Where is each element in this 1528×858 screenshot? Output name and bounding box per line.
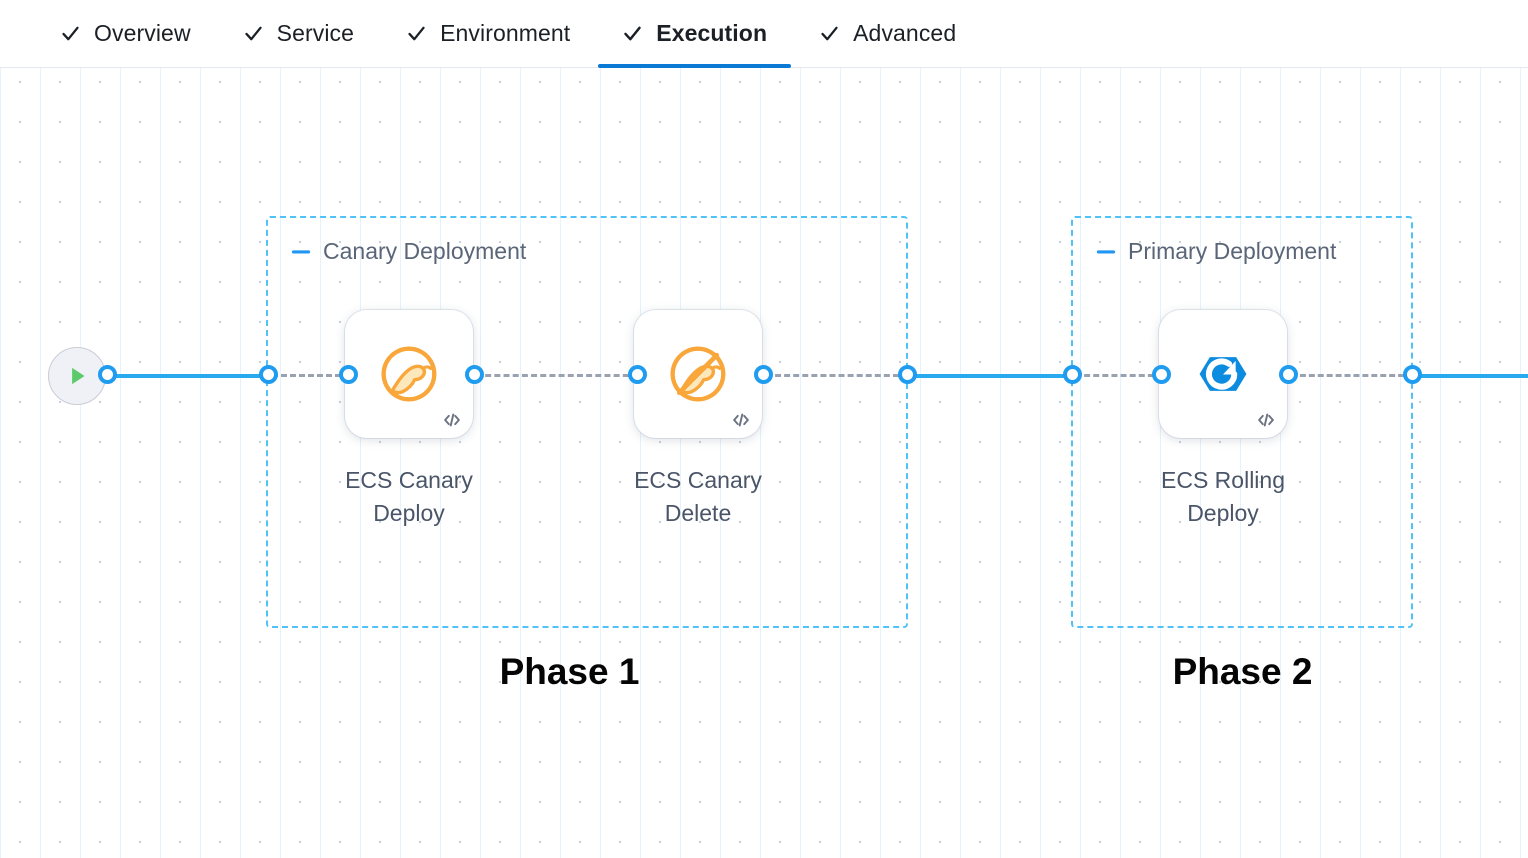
tab-advanced[interactable]: Advanced bbox=[793, 0, 982, 68]
code-icon[interactable] bbox=[1255, 409, 1277, 431]
canary-bird-icon bbox=[379, 344, 439, 404]
wizard-tab-bar: Overview Service Environment Execution A… bbox=[0, 0, 1528, 68]
phase-label-1: Phase 1 bbox=[499, 651, 640, 692]
tab-service-label: Service bbox=[276, 20, 355, 46]
pipeline-start-node[interactable] bbox=[48, 347, 106, 405]
tab-environment[interactable]: Environment bbox=[380, 0, 596, 68]
node-ecs-rolling-deploy[interactable] bbox=[1159, 310, 1287, 438]
port-canary-delete-out[interactable] bbox=[754, 365, 773, 384]
node-ecs-canary-delete-label: ECS Canary Delete bbox=[634, 467, 762, 526]
edge-rolling-deploy-to-phase2-exit bbox=[1291, 374, 1413, 377]
port-rolling-deploy-out[interactable] bbox=[1279, 365, 1298, 384]
rolling-deploy-icon bbox=[1193, 344, 1253, 404]
tab-execution-label: Execution bbox=[656, 20, 768, 46]
group-canary-deployment[interactable]: Canary Deployment bbox=[266, 216, 908, 628]
code-icon[interactable] bbox=[730, 409, 752, 431]
group-canary-deployment-title: Canary Deployment bbox=[323, 238, 527, 264]
group-primary-deployment[interactable]: Primary Deployment bbox=[1071, 216, 1413, 628]
port-phase1-in[interactable] bbox=[259, 365, 278, 384]
edge-phase2-to-next bbox=[1415, 374, 1528, 378]
minus-icon[interactable] bbox=[290, 241, 312, 263]
port-canary-deploy-in[interactable] bbox=[339, 365, 358, 384]
edge-start-to-phase1 bbox=[108, 374, 270, 378]
edge-phase1-to-phase2 bbox=[910, 374, 1073, 378]
tab-advanced-label: Advanced bbox=[853, 20, 957, 46]
phase-label-2: Phase 2 bbox=[1172, 651, 1313, 692]
tab-service[interactable]: Service bbox=[217, 0, 380, 68]
group-primary-deployment-title: Primary Deployment bbox=[1128, 238, 1337, 264]
port-phase2-out[interactable] bbox=[1403, 365, 1422, 384]
check-icon bbox=[622, 23, 643, 44]
edge-phase1-entry-to-canary-deploy bbox=[272, 374, 350, 377]
check-icon bbox=[60, 23, 81, 44]
node-ecs-rolling-deploy-label: ECS Rolling Deploy bbox=[1161, 467, 1285, 526]
port-canary-delete-in[interactable] bbox=[628, 365, 647, 384]
pipeline-canvas[interactable]: Canary Deployment Primary Deployment bbox=[0, 68, 1528, 858]
edge-phase2-entry-to-rolling-deploy bbox=[1075, 374, 1163, 377]
edge-canary-delete-to-phase1-exit bbox=[766, 374, 908, 377]
port-phase1-out[interactable] bbox=[898, 365, 917, 384]
port-start-out[interactable] bbox=[98, 365, 117, 384]
node-ecs-canary-deploy-label: ECS Canary Deploy bbox=[345, 467, 473, 526]
check-icon bbox=[819, 23, 840, 44]
tab-overview-label: Overview bbox=[94, 20, 191, 46]
edge-canary-deploy-to-canary-delete bbox=[476, 374, 638, 377]
tab-execution[interactable]: Execution bbox=[596, 0, 793, 68]
port-phase2-in[interactable] bbox=[1063, 365, 1082, 384]
port-canary-deploy-out[interactable] bbox=[465, 365, 484, 384]
node-ecs-canary-deploy[interactable] bbox=[345, 310, 473, 438]
check-icon bbox=[406, 23, 427, 44]
tab-overview[interactable]: Overview bbox=[34, 0, 217, 68]
node-ecs-canary-delete[interactable] bbox=[634, 310, 762, 438]
minus-icon[interactable] bbox=[1095, 241, 1117, 263]
group-primary-deployment-header[interactable]: Primary Deployment bbox=[1095, 238, 1336, 265]
group-canary-deployment-header[interactable]: Canary Deployment bbox=[290, 238, 526, 265]
play-icon bbox=[64, 363, 90, 389]
code-icon[interactable] bbox=[441, 409, 463, 431]
canary-bird-slash-icon bbox=[668, 344, 728, 404]
port-rolling-deploy-in[interactable] bbox=[1152, 365, 1171, 384]
check-icon bbox=[243, 23, 264, 44]
tab-environment-label: Environment bbox=[440, 20, 571, 46]
